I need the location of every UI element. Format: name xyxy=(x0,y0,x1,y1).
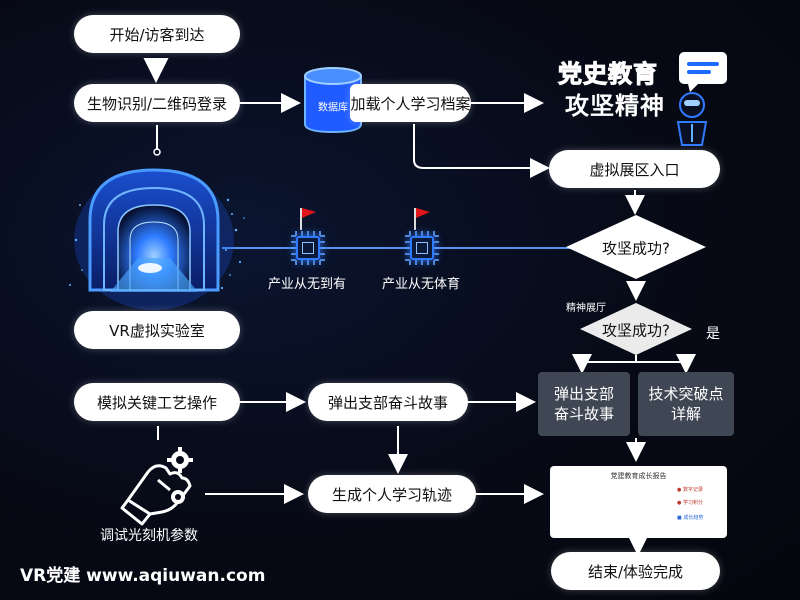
glove-icon xyxy=(120,464,192,526)
branch-story-box[interactable]: 弹出支部 奋斗故事 xyxy=(538,372,630,436)
chat-bubble-icon xyxy=(679,52,727,92)
decision-2-label: 攻坚成功? xyxy=(602,321,670,340)
chip-core xyxy=(296,236,320,260)
database-label: 数据库 xyxy=(318,102,348,114)
industry-1-label: 产业从无到有 xyxy=(268,277,347,292)
report-legend-2: ● 学习积分 xyxy=(677,500,703,506)
flag-icon xyxy=(298,206,318,234)
tech-box[interactable]: 技术突破点 详解 xyxy=(638,372,734,436)
report-title: 党建教育成长报告 xyxy=(610,472,667,480)
tunnel-icon xyxy=(69,168,245,310)
flag-icon xyxy=(412,206,432,234)
vr-lab-node[interactable]: VR虚拟实验室 xyxy=(74,311,240,349)
branch-story-line1: 弹出支部 xyxy=(553,385,614,403)
report-legend-1: ● 数字记录 xyxy=(677,487,703,493)
robot-icon xyxy=(676,92,708,146)
small-label: 精神展厅 xyxy=(566,303,606,314)
tech-line1: 技术突破点 xyxy=(648,385,724,403)
story-node[interactable]: 弹出支部奋斗故事 xyxy=(308,383,468,421)
trajectory-node[interactable]: 生成个人学习轨迹 xyxy=(308,475,476,513)
start-node[interactable]: 开始/访客到达 xyxy=(74,15,240,53)
identify-node[interactable]: 生物识别/二维码登录 xyxy=(74,84,240,122)
yes-label: 是 xyxy=(706,326,720,342)
report-legend-3: ■ 成长趋势 xyxy=(677,515,704,521)
report-card[interactable]: 党建教育成长报告 ● 数字记录 ● 学习积分 ■ 成长趋势 xyxy=(550,466,727,538)
branch-story-line2: 奋斗故事 xyxy=(553,405,614,423)
industry-2-label: 产业从无体育 xyxy=(382,277,461,292)
end-node[interactable]: 结束/体验完成 xyxy=(551,552,720,590)
database-icon xyxy=(304,67,362,134)
gear-icon xyxy=(171,451,189,504)
simulate-node[interactable]: 模拟关键工艺操作 xyxy=(74,383,240,421)
debug-label: 调试光刻机参数 xyxy=(100,528,198,544)
banner-title-1: 党史教育 xyxy=(558,60,658,89)
banner-title-2: 攻坚精神 xyxy=(565,92,665,120)
virtual-entry-node[interactable]: 虚拟展区入口 xyxy=(549,150,720,188)
decision-1-label: 攻坚成功? xyxy=(602,239,670,258)
tech-line2: 详解 xyxy=(670,405,701,423)
watermark: VR党建 www.aqiuwan.com xyxy=(20,566,266,586)
chip-core xyxy=(410,236,434,260)
load-profile-node[interactable]: 加载个人学习档案 xyxy=(350,84,471,122)
